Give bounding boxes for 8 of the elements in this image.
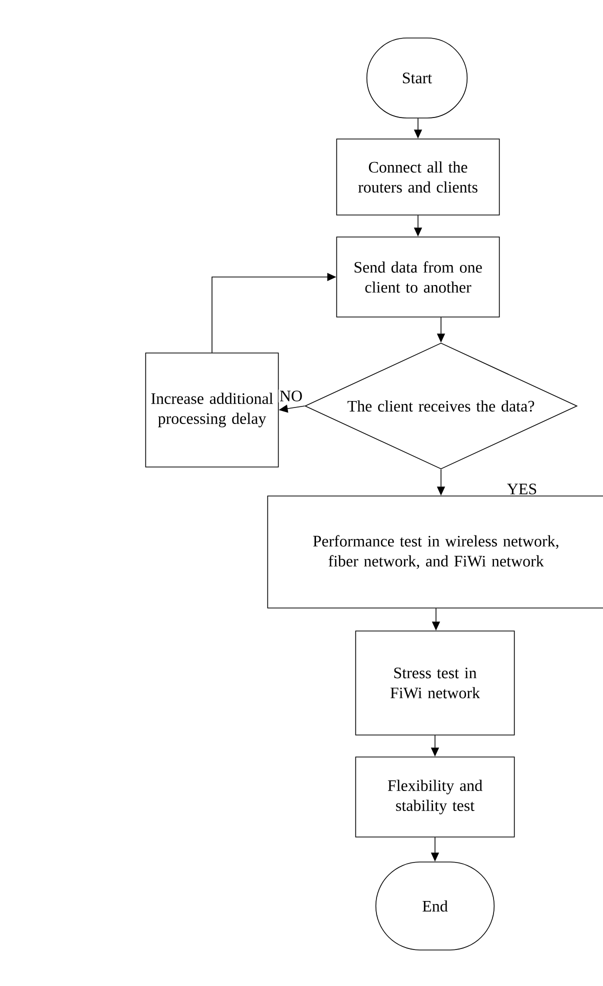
process-box: Performance test in wireless network, fiber network, and FiWi network bbox=[267, 496, 603, 608]
process-box: Increase additional processing delay bbox=[145, 352, 279, 468]
edge-label: NO bbox=[278, 390, 304, 402]
process-box: Flexibility and stability test bbox=[355, 756, 515, 838]
process-box: Send data from one client to another bbox=[336, 236, 500, 318]
edge-label: YES bbox=[506, 482, 538, 496]
process-box: Stress test in FiWi network bbox=[355, 630, 515, 736]
process-box: Connect all the routers and clients bbox=[336, 138, 500, 216]
